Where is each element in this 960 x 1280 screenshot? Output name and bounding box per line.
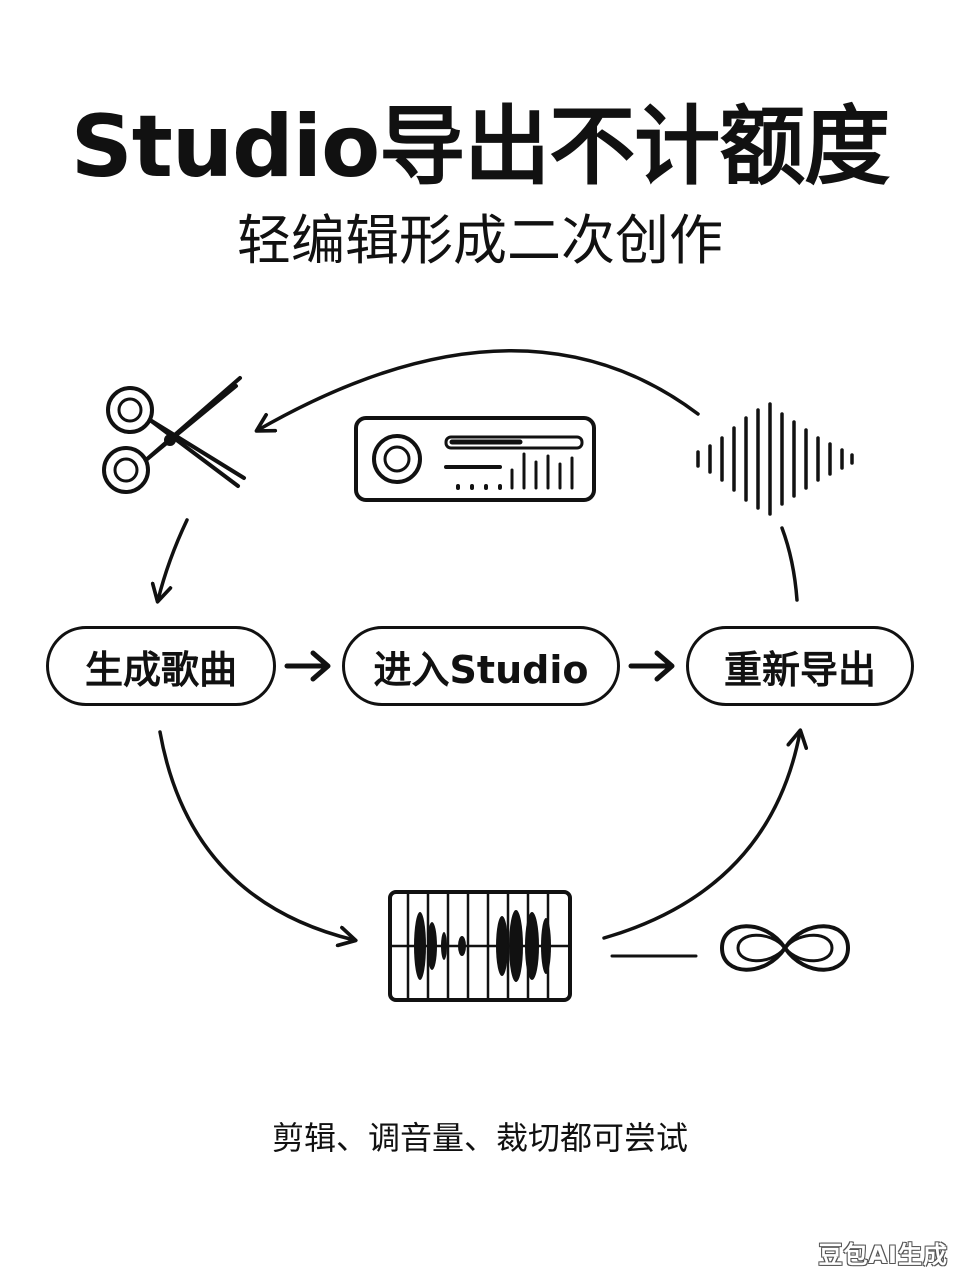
arrow-bottom-left-arc bbox=[158, 730, 358, 948]
step-enter-studio: 进入Studio bbox=[342, 626, 620, 706]
step-label: 重新导出 bbox=[723, 647, 876, 692]
step-label: 生成歌曲 bbox=[84, 647, 237, 692]
sound-wave-icon bbox=[696, 402, 854, 516]
caption: 剪辑、调音量、裁切都可尝试 bbox=[271, 1119, 688, 1157]
step-generate-song: 生成歌曲 bbox=[46, 626, 276, 706]
scissors-icon bbox=[102, 376, 246, 494]
step-re-export: 重新导出 bbox=[686, 626, 914, 706]
infinity-icon bbox=[720, 924, 850, 972]
arrow-step1-to-step2 bbox=[284, 650, 331, 682]
step-label: 进入Studio bbox=[373, 647, 589, 692]
page-title: Studio导出不计额度 bbox=[70, 97, 890, 197]
arrow-bottom-right-arc bbox=[602, 728, 809, 940]
arrow-right-segment bbox=[780, 526, 799, 602]
page-subtitle: 轻编辑形成二次创作 bbox=[237, 209, 723, 272]
arrow-scissors-down bbox=[150, 518, 189, 604]
audio-editor-icon bbox=[388, 890, 572, 1002]
arrow-step2-to-step3 bbox=[628, 650, 675, 682]
audio-device-icon bbox=[354, 416, 596, 502]
arrow-top-arc bbox=[254, 349, 700, 433]
watermark: 豆包AI生成 bbox=[818, 1241, 948, 1269]
